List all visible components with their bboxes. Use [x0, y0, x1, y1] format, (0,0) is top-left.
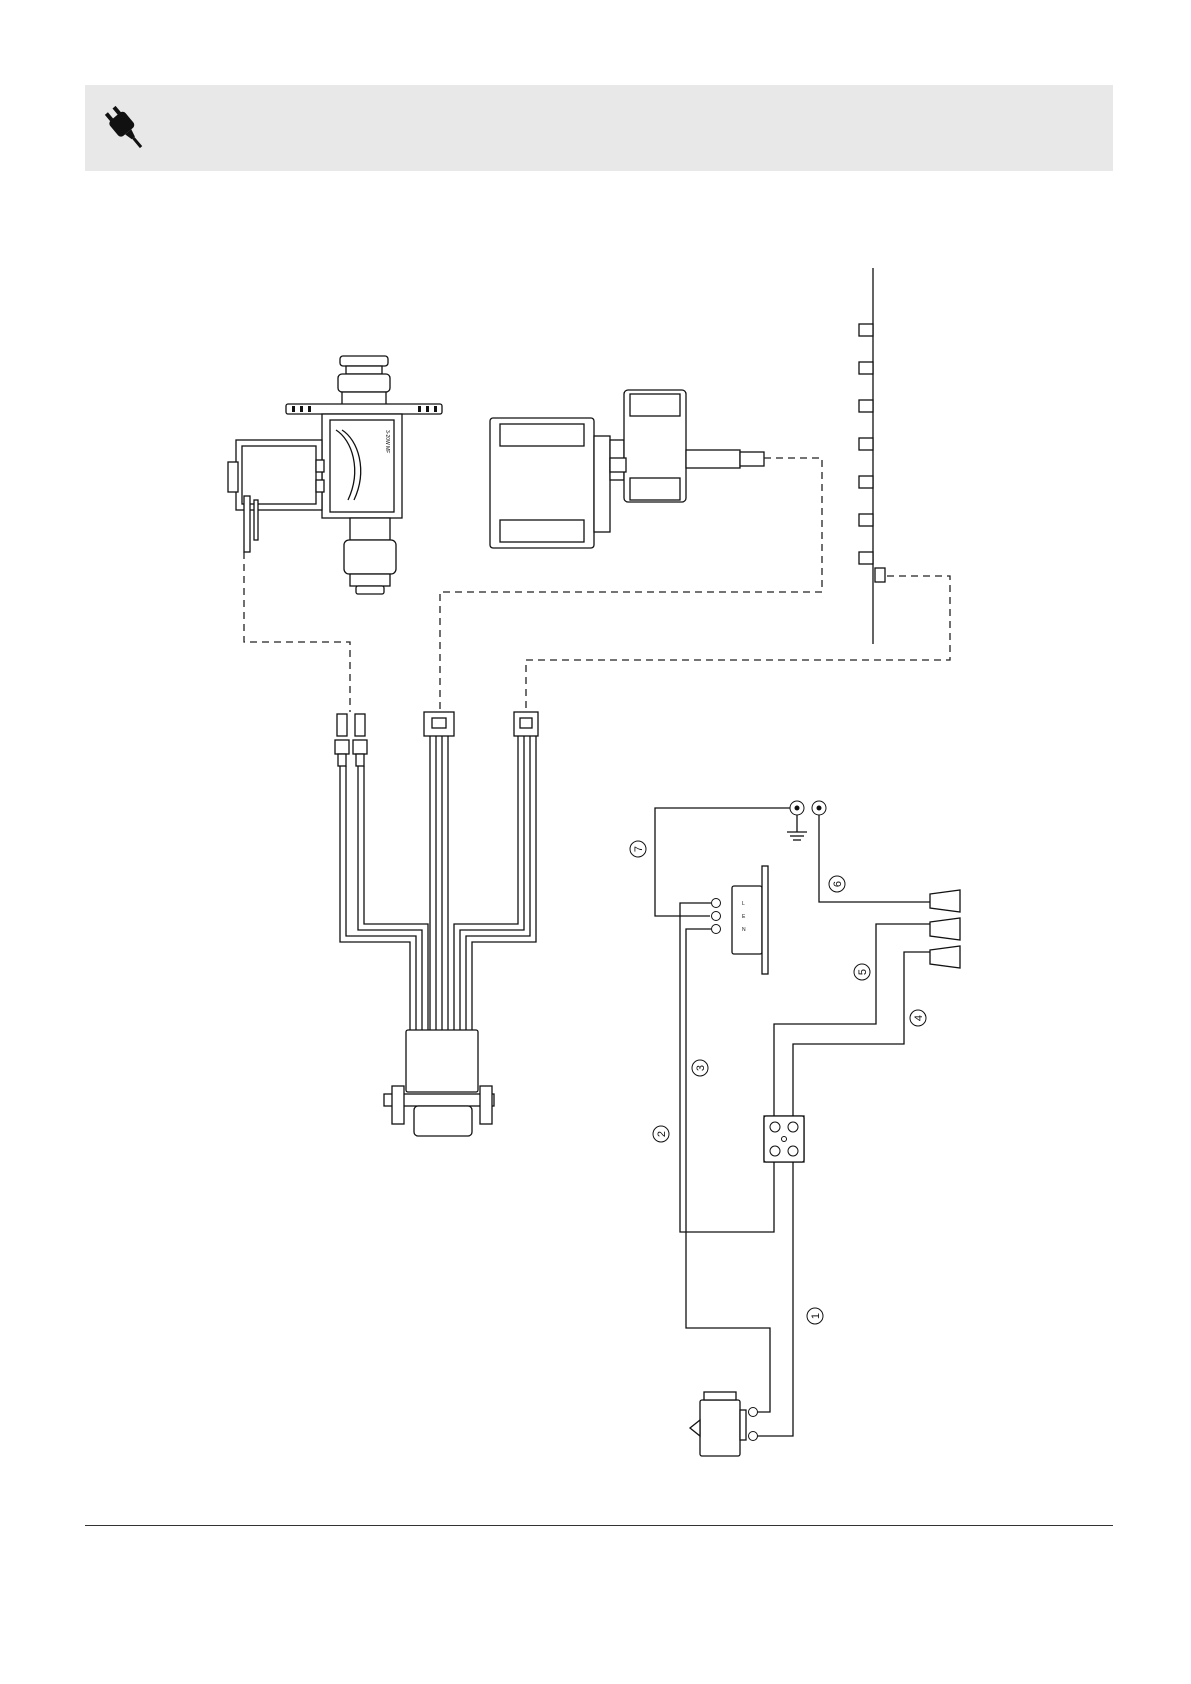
rocker-switch	[690, 1392, 758, 1456]
wire-label-5: 5	[857, 969, 869, 975]
footer-rule	[85, 1525, 1113, 1526]
mains-wiring: L E N	[630, 801, 960, 1456]
socket-terminal-n: N	[742, 927, 746, 933]
socket-terminal-l: L	[742, 901, 745, 907]
wire-label-6: 6	[832, 881, 844, 887]
terminal-block	[764, 1116, 804, 1162]
cable-harness	[335, 712, 538, 1136]
wire-label-3: 3	[695, 1065, 707, 1071]
control-board	[859, 268, 885, 644]
ground-symbol-icon	[787, 815, 807, 840]
wire-number-labels: 1 2 3 4 5 6 7	[630, 841, 926, 1324]
svg-text:3-20W MF: 3-20W MF	[384, 430, 390, 453]
motor-flowmeter-assembly	[490, 390, 764, 548]
pump-valve-assembly: 3-20W MF	[228, 356, 442, 594]
wire-label-4: 4	[913, 1015, 925, 1021]
wire-label-2: 2	[656, 1131, 668, 1137]
wire-label-7: 7	[633, 846, 645, 852]
wire-label-1: 1	[810, 1313, 822, 1319]
wire-connectors	[930, 890, 960, 968]
